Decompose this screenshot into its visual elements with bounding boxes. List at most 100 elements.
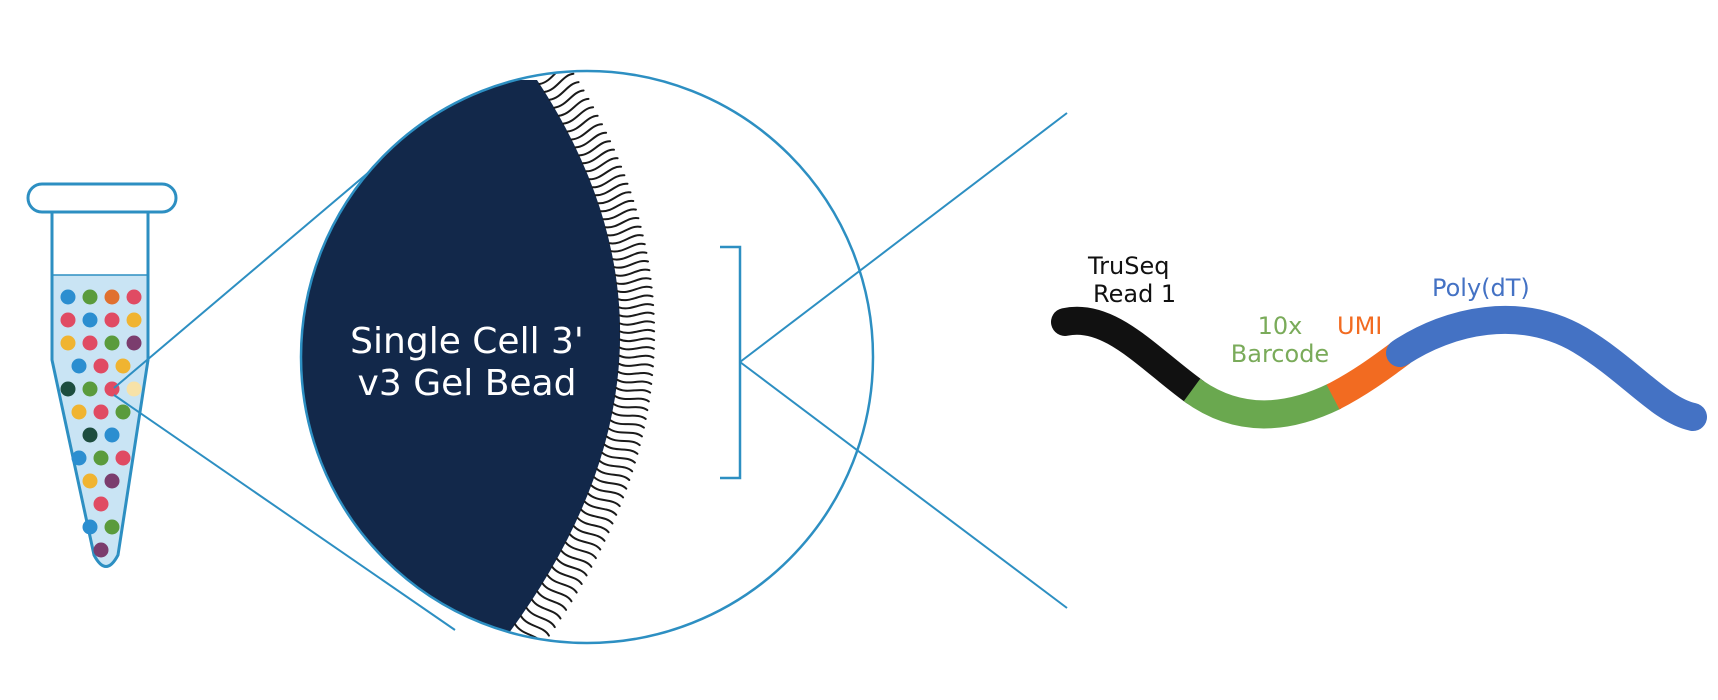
tube-bead bbox=[115, 358, 131, 374]
bead-strand bbox=[605, 435, 641, 447]
bead-strand bbox=[593, 476, 628, 490]
tube-bead bbox=[126, 312, 142, 328]
bead-strand bbox=[618, 311, 655, 318]
label-truseq-line1: TruSeq bbox=[1087, 252, 1169, 280]
tube-bead bbox=[82, 473, 98, 489]
bead-strand bbox=[587, 492, 621, 508]
tube-bead bbox=[93, 496, 109, 512]
bead-strand bbox=[576, 517, 610, 534]
bead-strand bbox=[570, 123, 603, 141]
bead-strand bbox=[613, 259, 649, 269]
label-truseq: TruSeq Read 1 bbox=[1087, 252, 1176, 308]
bead-strand bbox=[618, 362, 654, 368]
zoom-line-to-oligo-lower bbox=[739, 361, 1068, 609]
zoom-lines-bead-to-oligo bbox=[739, 112, 1068, 609]
bead-strand bbox=[598, 460, 634, 473]
bead-strand bbox=[578, 140, 612, 157]
bead-strand bbox=[536, 590, 568, 611]
bead-strand bbox=[619, 320, 655, 326]
gel-bead: Single Cell 3' v3 Gel Bead bbox=[299, 69, 875, 645]
bead-strand bbox=[557, 97, 590, 117]
bead-strand bbox=[502, 639, 532, 643]
bead-strand bbox=[581, 148, 615, 165]
bead-strand bbox=[583, 500, 618, 516]
bead-strand bbox=[594, 182, 629, 197]
tube-cap bbox=[26, 182, 178, 214]
label-barcode-line2: Barcode bbox=[1231, 340, 1329, 368]
bead-strand bbox=[606, 225, 642, 237]
bead-strand bbox=[611, 411, 647, 420]
bead-strand bbox=[564, 541, 597, 560]
tube-bead bbox=[115, 450, 131, 466]
tube-bead bbox=[126, 335, 142, 351]
bead-strand bbox=[609, 419, 645, 429]
bead-strand bbox=[541, 582, 573, 603]
bead-strand bbox=[585, 157, 619, 173]
bead-strand bbox=[618, 303, 655, 310]
bead-strand bbox=[616, 285, 653, 294]
bead-strand bbox=[614, 268, 651, 277]
tube bbox=[26, 182, 178, 568]
bead-strand bbox=[566, 114, 599, 133]
bead-strand bbox=[572, 525, 606, 542]
tube-bead bbox=[93, 450, 109, 466]
bead-strand bbox=[551, 566, 583, 585]
bead-strand bbox=[604, 217, 640, 229]
tube-bead bbox=[82, 381, 98, 397]
bead-strand bbox=[543, 72, 575, 93]
bead-strand bbox=[555, 557, 588, 577]
bead-strand bbox=[553, 89, 585, 109]
bead-strand bbox=[546, 574, 578, 594]
tube-bead bbox=[71, 358, 87, 374]
bead-strand bbox=[608, 234, 644, 245]
tube-bead bbox=[82, 289, 98, 305]
segment-barcode bbox=[1183, 378, 1342, 429]
tube-liquid bbox=[52, 275, 148, 567]
tube-bead bbox=[115, 404, 131, 420]
tube-bead bbox=[71, 404, 87, 420]
bead-strand bbox=[599, 199, 635, 213]
bead-strand bbox=[568, 533, 602, 551]
bead-strand bbox=[614, 395, 650, 403]
bead-strand bbox=[603, 443, 639, 455]
tube-bead bbox=[104, 473, 120, 489]
tube-bead bbox=[93, 404, 109, 420]
bead-strand bbox=[612, 403, 649, 412]
bead-strand bbox=[617, 370, 654, 377]
bead-label-line2: v3 Gel Bead bbox=[358, 363, 577, 404]
bead-strand bbox=[597, 191, 632, 205]
bead-strand bbox=[618, 346, 655, 351]
bead-strand bbox=[591, 174, 626, 189]
bead-strand bbox=[531, 598, 562, 620]
tube-bead bbox=[93, 542, 109, 558]
bead-strand bbox=[607, 427, 643, 438]
bead-strand bbox=[601, 451, 636, 464]
tube-bead bbox=[60, 289, 76, 305]
tube-bead bbox=[104, 335, 120, 351]
bead-strand bbox=[618, 354, 655, 359]
tube-bead bbox=[82, 335, 98, 351]
bead-strand bbox=[562, 106, 595, 125]
tube-bead bbox=[82, 312, 98, 328]
bead-strand bbox=[560, 549, 593, 568]
bead-strand bbox=[610, 242, 646, 253]
oligo-strand: TruSeq Read 1 10x Barcode UMI Poly(dT) bbox=[1051, 252, 1707, 431]
zoom-line-lower bbox=[113, 394, 456, 631]
bead-strand bbox=[619, 328, 656, 334]
bead-strand bbox=[615, 387, 652, 394]
tube-bead bbox=[104, 427, 120, 443]
bead-strand bbox=[538, 71, 570, 85]
bead-strand bbox=[588, 165, 623, 181]
zoom-line-to-oligo-upper bbox=[739, 112, 1068, 363]
segment-polydt bbox=[1386, 305, 1707, 431]
bead-strand bbox=[596, 468, 631, 481]
tube-bead bbox=[93, 358, 109, 374]
tube-bead bbox=[104, 312, 120, 328]
zoom-line-upper bbox=[113, 149, 396, 389]
tube-beads bbox=[60, 289, 142, 558]
tube-body bbox=[50, 210, 150, 568]
bead-strand bbox=[520, 615, 550, 637]
bead-strand bbox=[574, 131, 608, 149]
tube-bead bbox=[126, 289, 142, 305]
